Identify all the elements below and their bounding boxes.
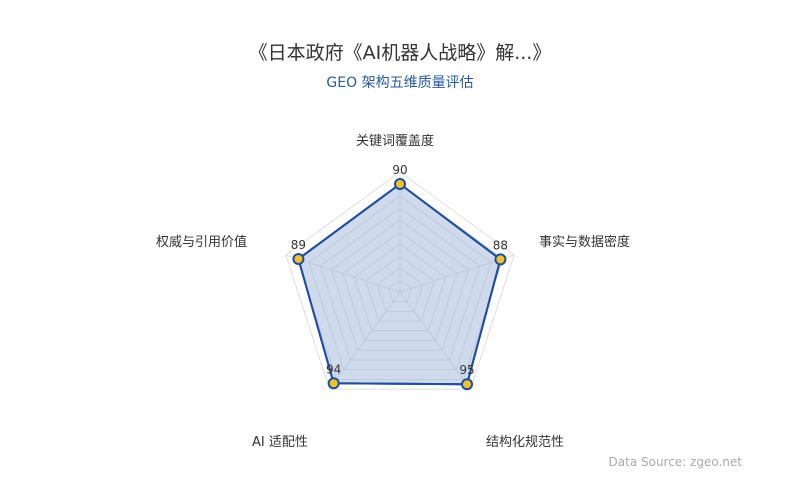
axis-label-structure: 结构化规范性	[486, 435, 565, 450]
data-point	[292, 252, 305, 265]
data-source: Data Source: zgeo.net	[608, 455, 742, 469]
grid-ring-overlay	[342, 231, 458, 341]
grid-ring-overlay	[388, 279, 412, 303]
axis-spoke-overlay	[298, 258, 401, 293]
data-value-label: 94	[326, 362, 341, 376]
axis-label-authority: 权威与引用价值	[156, 235, 248, 250]
data-point	[394, 178, 406, 190]
data-point	[461, 378, 474, 391]
chart-subtitle: GEO 架构五维质量评估	[326, 75, 474, 91]
axis-label-ai-fit: AI 适配性	[252, 435, 308, 450]
axis-spoke-overlay	[333, 291, 401, 384]
data-point	[327, 377, 340, 390]
data-outline	[297, 183, 502, 386]
data-value-label: 89	[291, 238, 306, 252]
axis-label-fact-density: 事实与数据密度	[539, 235, 631, 250]
grid-ring-overlay	[331, 219, 469, 351]
chart-title: 《日本政府《AI机器人战略》解...》	[248, 42, 552, 64]
axis-spoke-overlay	[399, 291, 468, 385]
axis-label-keyword-coverage: 关键词覆盖度	[356, 134, 435, 149]
grid-ring-overlay	[308, 195, 492, 371]
axis-spoke-overlay	[399, 258, 501, 293]
data-value-label: 95	[459, 363, 474, 377]
data-value-label: 88	[493, 238, 508, 252]
data-point	[494, 253, 507, 266]
grid-ring-overlay	[376, 267, 424, 312]
grid-ring-overlay	[365, 255, 435, 322]
grid-ring-overlay	[319, 207, 481, 361]
data-value-label: 90	[392, 163, 407, 177]
grid-ring	[285, 171, 515, 390]
grid-ring-overlay	[353, 243, 447, 332]
